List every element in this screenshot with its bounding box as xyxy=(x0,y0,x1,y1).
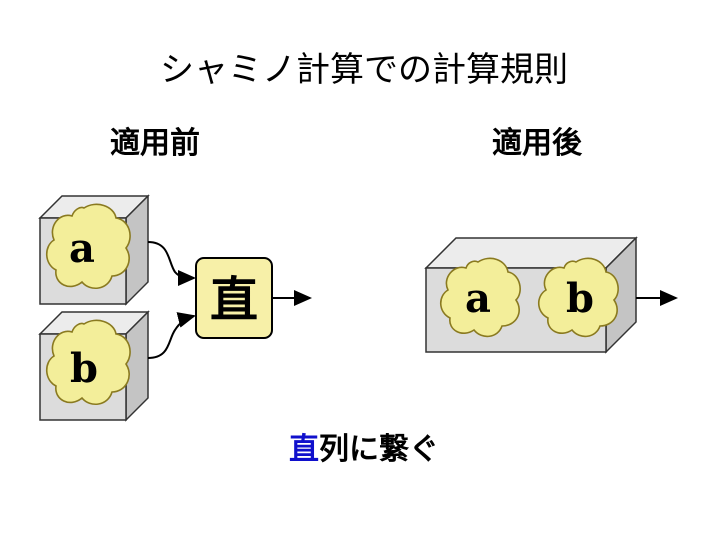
caption-operator: 直 xyxy=(289,432,319,467)
combined-cube: a b xyxy=(424,236,638,354)
operator-label: 直 xyxy=(210,272,258,328)
operator-box: 直 xyxy=(195,257,273,339)
box-a-label: a xyxy=(69,225,95,272)
page-title: シャミノ計算での計算規則 xyxy=(160,50,568,90)
combined-b-label: b xyxy=(566,275,594,322)
blob-a xyxy=(45,203,131,289)
cube-a: a xyxy=(38,194,150,306)
combined-a-label: a xyxy=(465,275,491,322)
combined-blob-b xyxy=(537,257,619,338)
box-b-label: b xyxy=(70,345,98,392)
arrow-a-to-operator xyxy=(147,241,196,286)
after-label: 適用後 xyxy=(492,126,582,161)
combined-blob-a xyxy=(439,257,521,338)
arrow-b-to-operator xyxy=(147,312,196,359)
caption-text: 列に繋ぐ xyxy=(319,432,439,467)
caption: 直列に繋ぐ xyxy=(0,424,728,468)
blob-b xyxy=(45,319,131,405)
before-label: 適用前 xyxy=(110,126,200,161)
cube-b: b xyxy=(38,310,150,422)
